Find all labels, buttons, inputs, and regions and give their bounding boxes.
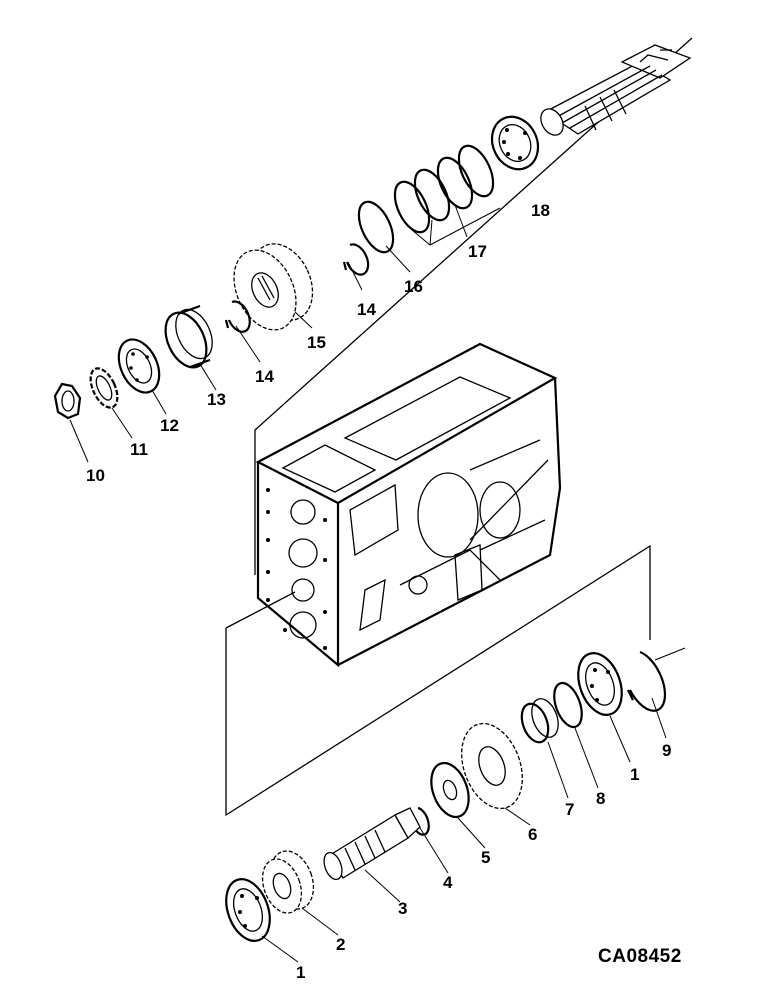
gear-15: [233, 243, 314, 331]
nut-10: [53, 382, 82, 420]
callout-1-left: 1: [296, 963, 305, 982]
lock-washer-11: [89, 367, 119, 409]
callout-10: 10: [86, 466, 105, 485]
seal-rings-17: [393, 144, 501, 246]
spacer-8: [553, 681, 583, 729]
callout-9: 9: [662, 741, 671, 760]
callout-6: 6: [528, 825, 537, 844]
callout-15: 15: [307, 333, 326, 352]
callout-18: 18: [531, 201, 550, 220]
gear-2: [261, 850, 315, 914]
drawing-reference-code: CA08452: [598, 946, 682, 967]
lower-assembly-boundary: [225, 544, 651, 817]
callout-14-lower: 14: [255, 367, 274, 386]
callout-17: 17: [468, 242, 487, 261]
bearing-1-left: [225, 878, 271, 942]
callout-3: 3: [398, 899, 407, 918]
callout-4: 4: [443, 873, 453, 892]
thrust-washer-5: [430, 761, 470, 819]
callout-12: 12: [160, 416, 179, 435]
callout-14-upper: 14: [357, 300, 376, 319]
bearing-12: [117, 338, 161, 394]
gear-6: [461, 722, 523, 810]
snap-ring-14-lower: [224, 300, 251, 333]
collar-13: [164, 304, 213, 369]
bearing-1-right: [577, 652, 623, 716]
upper-assembly-boundary: [254, 37, 693, 575]
snap-ring-14-upper: [342, 243, 370, 276]
callout-11: 11: [130, 440, 148, 459]
callout-7: 7: [565, 800, 574, 819]
callout-2: 2: [336, 935, 345, 954]
callout-16: 16: [404, 277, 423, 296]
splined-output-shaft: [540, 44, 692, 136]
bushing-7: [520, 698, 559, 744]
callout-1-right: 1: [630, 765, 639, 784]
bearing-18: [490, 115, 540, 171]
transmission-housing: [255, 342, 562, 668]
snap-ring-9: [627, 650, 667, 712]
callout-5: 5: [481, 848, 490, 867]
splined-shaft-3: [323, 807, 421, 881]
callout-8: 8: [596, 789, 605, 808]
ring-16: [357, 200, 395, 254]
callout-13: 13: [207, 390, 226, 409]
